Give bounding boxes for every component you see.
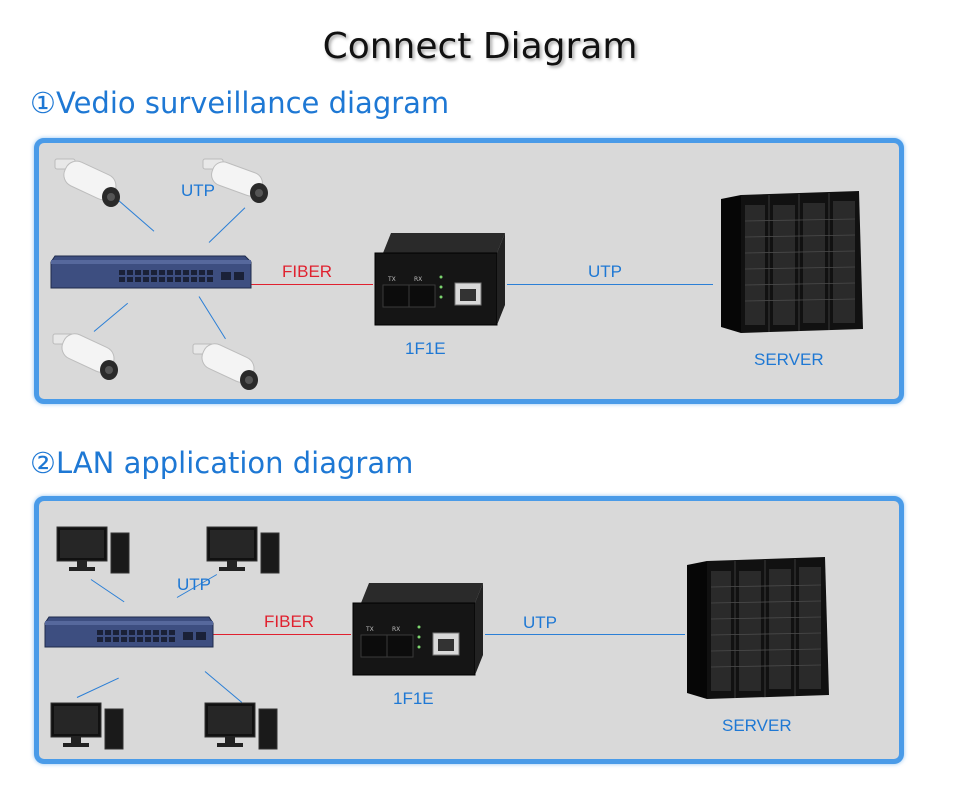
desktop-pc-icon (56, 526, 130, 574)
section-heading-lan: ②LAN application diagram (30, 446, 414, 480)
surveillance-diagram-panel: UTP FIBER TX RX 1F1E UTP SERVER (34, 138, 904, 404)
network-switch-icon (50, 255, 252, 289)
tx-port-label: TX (365, 626, 374, 633)
cctv-camera-icon (192, 343, 258, 390)
desktop-pc-icon (204, 702, 278, 750)
page-title: Connect Diagram (322, 26, 638, 67)
utp-label: UTP (181, 181, 215, 200)
fiber-line (211, 634, 351, 635)
network-switch-icon (44, 616, 214, 648)
camera-link-line (208, 207, 246, 243)
tx-port-label: TX (387, 276, 396, 283)
media-converter-icon: TX RX (374, 233, 505, 326)
cctv-camera-icon (52, 333, 118, 380)
pc-link-line (76, 677, 119, 698)
utp-label: UTP (588, 262, 622, 281)
rx-port-label: RX (414, 276, 422, 283)
converter-label: 1F1E (405, 339, 446, 358)
server-label: SERVER (722, 716, 792, 735)
rx-port-label: RX (392, 626, 400, 633)
lan-diagram-panel: UTP FIBER TX RX 1F1E UTP SERVER (34, 496, 904, 764)
utp-label: UTP (177, 575, 211, 594)
pc-link-line (204, 671, 243, 703)
utp-line (507, 284, 713, 285)
utp-label: UTP (523, 613, 557, 632)
desktop-pc-icon (206, 526, 280, 574)
section-heading-surveillance: ①Vedio surveillance diagram (30, 86, 450, 120)
camera-link-line (198, 296, 226, 340)
utp-line (485, 634, 685, 635)
desktop-pc-icon (50, 702, 124, 750)
converter-label: 1F1E (393, 689, 434, 708)
cctv-camera-icon (54, 158, 120, 207)
server-rack-icon (687, 557, 829, 699)
fiber-label: FIBER (264, 612, 315, 631)
fiber-line (249, 284, 373, 285)
fiber-label: FIBER (282, 262, 333, 281)
pc-link-line (90, 579, 125, 603)
cctv-camera-icon (202, 158, 268, 203)
media-converter-icon: TX RX (352, 583, 483, 676)
server-rack-icon (721, 191, 863, 333)
server-label: SERVER (754, 350, 824, 369)
